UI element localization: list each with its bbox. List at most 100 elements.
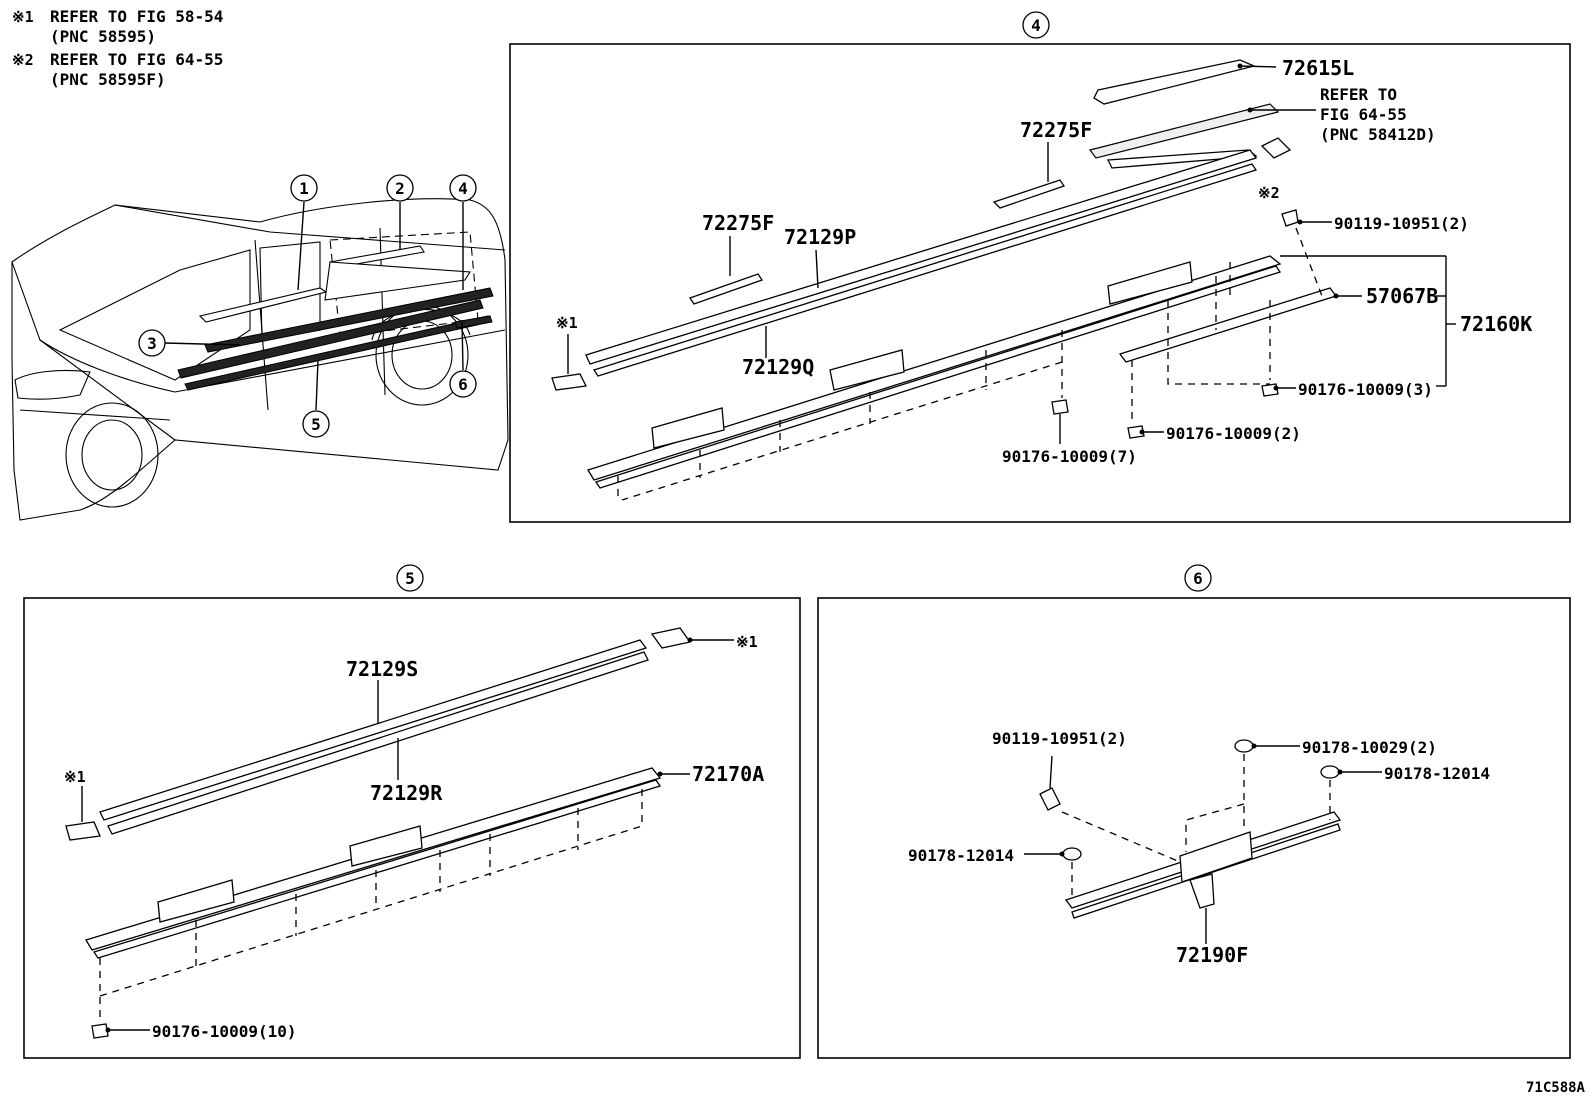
molding-slide-rail bbox=[324, 261, 471, 301]
label-90176-2: 90176-10009(2) bbox=[1166, 424, 1301, 443]
section-4: 4 72615L REFER TO FIG 64-55 (PNC 58412D)… bbox=[509, 11, 1571, 523]
part-clip-90176-7 bbox=[1051, 399, 1069, 415]
part-pad-note1 bbox=[551, 373, 587, 391]
label-90178-10029: 90178-10029(2) bbox=[1302, 738, 1437, 757]
part-clip-90176-2 bbox=[1127, 425, 1145, 439]
svg-text:2: 2 bbox=[395, 179, 405, 198]
label-refer-line1: REFER TO bbox=[1320, 85, 1397, 104]
part-72275F-upper bbox=[992, 179, 1066, 209]
section-6: 6 90119-10951(2) 90178-10029(2) 90178-12… bbox=[817, 564, 1571, 1059]
section-4-number: 4 bbox=[1031, 16, 1041, 35]
callout-2: 2 bbox=[386, 174, 414, 250]
label-refer-line2: FIG 64-55 bbox=[1320, 105, 1407, 124]
label-72275F-lower: 72275F bbox=[702, 211, 774, 235]
figure-code: 71C588A bbox=[1526, 1080, 1586, 1096]
label-mark1-upper: ※1 bbox=[736, 633, 758, 651]
molding-3 bbox=[177, 299, 484, 379]
label-72170A: 72170A bbox=[692, 762, 764, 786]
part-bolt-90119-sec6 bbox=[1039, 787, 1061, 811]
section-5-frame bbox=[23, 597, 801, 1059]
part-cover-strip bbox=[1106, 149, 1258, 169]
part-72170A-bracket-1 bbox=[157, 879, 235, 923]
svg-text:6: 6 bbox=[458, 375, 468, 394]
label-90176-3: 90176-10009(3) bbox=[1298, 380, 1433, 399]
note-1-mark: ※1 bbox=[12, 8, 34, 26]
label-72275F-upper: 72275F bbox=[1020, 118, 1092, 142]
callout-4: 4 bbox=[449, 174, 477, 290]
door-line-1 bbox=[254, 239, 269, 411]
section-5: 5 ※1 72129S 72129R ※1 72170A 90176-10009… bbox=[23, 564, 801, 1059]
headlight bbox=[14, 369, 91, 400]
label-mark1-sec4: ※1 bbox=[556, 314, 578, 332]
part-72275F-lower bbox=[688, 273, 764, 305]
part-72129S bbox=[99, 639, 648, 821]
label-72190F: 72190F bbox=[1176, 943, 1248, 967]
part-nut-90178-10029 bbox=[1234, 739, 1254, 753]
label-72160K: 72160K bbox=[1460, 312, 1532, 336]
label-mark2: ※2 bbox=[1258, 184, 1280, 202]
molding-4 bbox=[204, 287, 494, 353]
car-body-outline bbox=[11, 198, 509, 521]
bumper-line bbox=[19, 409, 171, 421]
part-rail-bracket-3 bbox=[651, 407, 725, 449]
note-2-line2: (PNC 58595F) bbox=[50, 70, 166, 89]
front-wheel bbox=[65, 402, 159, 508]
label-refer-line3: (PNC 58412D) bbox=[1320, 125, 1436, 144]
label-90119-sec6: 90119-10951(2) bbox=[992, 729, 1127, 748]
part-rail-bracket-2 bbox=[1107, 261, 1193, 305]
label-90176-7: 90176-10009(7) bbox=[1002, 447, 1137, 466]
part-72170A-bracket-2 bbox=[349, 825, 423, 867]
section-4-number-circle bbox=[1022, 11, 1050, 39]
callout-3: 3 bbox=[138, 329, 241, 357]
front-window bbox=[58, 249, 251, 381]
note-1-line1: REFER TO FIG 58-54 bbox=[50, 7, 223, 26]
part-72170A-lip bbox=[92, 779, 662, 959]
label-72129Q: 72129Q bbox=[742, 355, 814, 379]
label-57067B: 57067B bbox=[1366, 284, 1438, 308]
molding-1 bbox=[198, 287, 328, 323]
part-72129P bbox=[585, 149, 1258, 365]
part-72129R bbox=[107, 651, 649, 835]
notes-block: ※1 REFER TO FIG 58-54 (PNC 58595) ※2 REF… bbox=[12, 7, 223, 89]
svg-text:3: 3 bbox=[147, 334, 157, 353]
section-6-number: 6 bbox=[1193, 569, 1203, 588]
molding-6 bbox=[454, 315, 493, 329]
label-90119-sec4: 90119-10951(2) bbox=[1334, 214, 1469, 233]
note-1-line2: (PNC 58595) bbox=[50, 27, 156, 46]
label-72129S: 72129S bbox=[346, 657, 418, 681]
part-72190F-tab bbox=[1189, 873, 1215, 909]
label-90178-12014-right: 90178-12014 bbox=[1384, 764, 1490, 783]
part-pad-note1-lower bbox=[65, 821, 101, 841]
part-rail-bracket-1 bbox=[829, 349, 905, 391]
part-clip-90176-10 bbox=[91, 1023, 109, 1039]
part-nut-90178-12014-left bbox=[1062, 847, 1082, 861]
part-cover-58412D bbox=[1088, 103, 1280, 159]
label-72129P: 72129P bbox=[784, 225, 856, 249]
callout-1: 1 bbox=[290, 174, 318, 291]
front-wheel-hub bbox=[81, 419, 143, 491]
part-clip-note2 bbox=[1260, 137, 1292, 159]
section-6-frame bbox=[817, 597, 1571, 1059]
belt-line bbox=[39, 329, 506, 393]
svg-text:5: 5 bbox=[311, 415, 321, 434]
roof-line bbox=[114, 204, 506, 251]
part-pad-note1-upper bbox=[650, 627, 692, 649]
part-72129Q bbox=[592, 163, 1258, 377]
svg-text:1: 1 bbox=[299, 179, 309, 198]
part-bolt-90119-sec4 bbox=[1281, 209, 1299, 227]
callout-6: 6 bbox=[449, 319, 477, 398]
part-nut-90178-12014-right bbox=[1320, 765, 1340, 779]
section-5-number-circle bbox=[396, 564, 424, 592]
note-2-line1: REFER TO FIG 64-55 bbox=[50, 50, 223, 69]
part-72615L bbox=[1093, 59, 1257, 105]
callout-5: 5 bbox=[302, 359, 330, 438]
part-rail-lip bbox=[594, 265, 1282, 489]
molding-5 bbox=[184, 315, 491, 391]
label-72615L: 72615L bbox=[1282, 56, 1354, 80]
label-90178-12014-left: 90178-12014 bbox=[908, 846, 1014, 865]
label-72129R: 72129R bbox=[370, 781, 443, 805]
label-90176-10: 90176-10009(10) bbox=[152, 1022, 297, 1041]
section-5-number: 5 bbox=[405, 569, 415, 588]
